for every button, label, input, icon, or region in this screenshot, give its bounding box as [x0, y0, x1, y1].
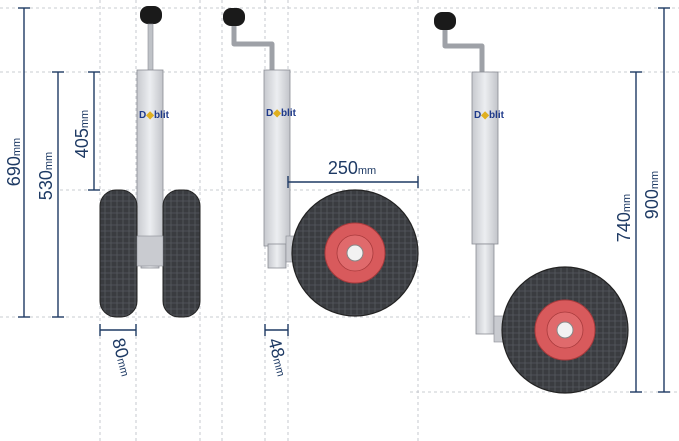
- outer-tube: [136, 69, 164, 249]
- axle-block: [136, 235, 164, 267]
- handle-knob: [223, 8, 245, 26]
- extended-wheel-side-view: D◆blit: [434, 12, 629, 394]
- dim-48-label: 48mm: [264, 336, 293, 378]
- inner-tube: [267, 243, 287, 269]
- twin-wheel-front-view: D◆blit: [99, 6, 201, 318]
- dim-250-label: 250mm: [328, 158, 376, 178]
- brand-logo-text: D◆blit: [266, 108, 297, 119]
- outer-tube: [471, 71, 499, 245]
- dim-690-label: 690mm: [4, 138, 24, 186]
- right-tire: [162, 189, 201, 318]
- dim-405-label: 405mm: [72, 110, 92, 158]
- dim-900-label: 900mm: [642, 171, 662, 219]
- outer-tube: [263, 69, 291, 247]
- brand-logo-text: D◆blit: [474, 110, 505, 121]
- dim-530-label: 530mm: [36, 152, 56, 200]
- handle-knob: [140, 6, 162, 24]
- left-tire: [99, 189, 138, 318]
- brand-logo-text: D◆blit: [139, 110, 170, 121]
- hub: [346, 244, 364, 262]
- dimension-lines: [18, 7, 670, 393]
- inner-tube: [475, 243, 495, 335]
- handle-knob: [434, 12, 456, 30]
- dim-80-label: 80mm: [108, 336, 137, 378]
- crank-shaft: [147, 23, 154, 73]
- dim-740-label: 740mm: [614, 194, 634, 242]
- single-wheel-side-view: D◆blit: [223, 8, 419, 317]
- crank-arm: [231, 26, 275, 72]
- hub: [556, 321, 574, 339]
- crank-arm: [442, 30, 485, 72]
